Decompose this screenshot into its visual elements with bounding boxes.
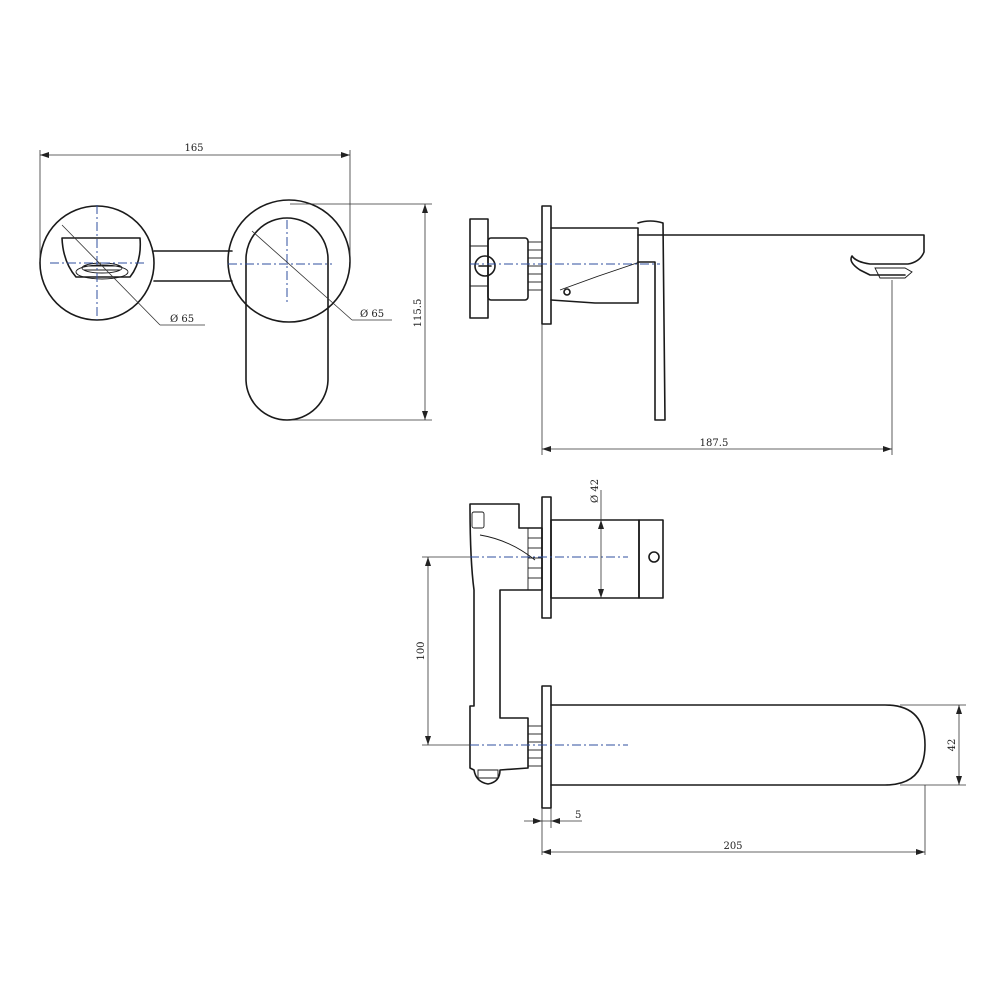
aerator-inner — [81, 262, 123, 274]
dim-body-diameter: Ø 42 — [590, 479, 601, 503]
side-valve-port — [474, 255, 496, 277]
leader-right — [251, 230, 353, 321]
plan-view: Ø 42 100 42 5 205 — [416, 479, 966, 855]
plan-handle-cap — [638, 519, 664, 599]
plan-spout — [550, 704, 926, 786]
side-bracket — [469, 218, 489, 319]
dim-front-height: 115.5 — [413, 299, 424, 328]
side-body — [550, 227, 639, 304]
side-spout — [637, 234, 925, 276]
side-lever — [637, 220, 666, 421]
dim-diameter-right: Ø 65 — [360, 309, 384, 320]
front-view: 165 Ø 65 Ø 65 115.5 — [39, 143, 432, 421]
side-aerator — [874, 267, 913, 279]
dim-spout-height: 42 — [947, 739, 958, 752]
dim-plate-thickness: 5 — [575, 810, 581, 821]
dim-front-width: 165 — [184, 143, 203, 154]
spout-outlet — [61, 237, 142, 278]
dim-diameter-left: Ø 65 — [170, 314, 194, 325]
leader-left — [61, 224, 161, 326]
side-view: 187.5 — [469, 205, 925, 455]
side-wall-plate — [541, 205, 552, 325]
lever-handle — [245, 217, 329, 421]
plan-handle-body — [550, 519, 640, 599]
dim-spacing: 100 — [416, 641, 427, 660]
dim-spout-length: 205 — [723, 841, 742, 852]
plan-port-top — [471, 511, 485, 529]
plan-spout-plate — [541, 685, 552, 809]
dim-side-projection: 187.5 — [700, 438, 729, 449]
plan-handle-screw — [648, 551, 660, 563]
aerator — [75, 264, 129, 280]
